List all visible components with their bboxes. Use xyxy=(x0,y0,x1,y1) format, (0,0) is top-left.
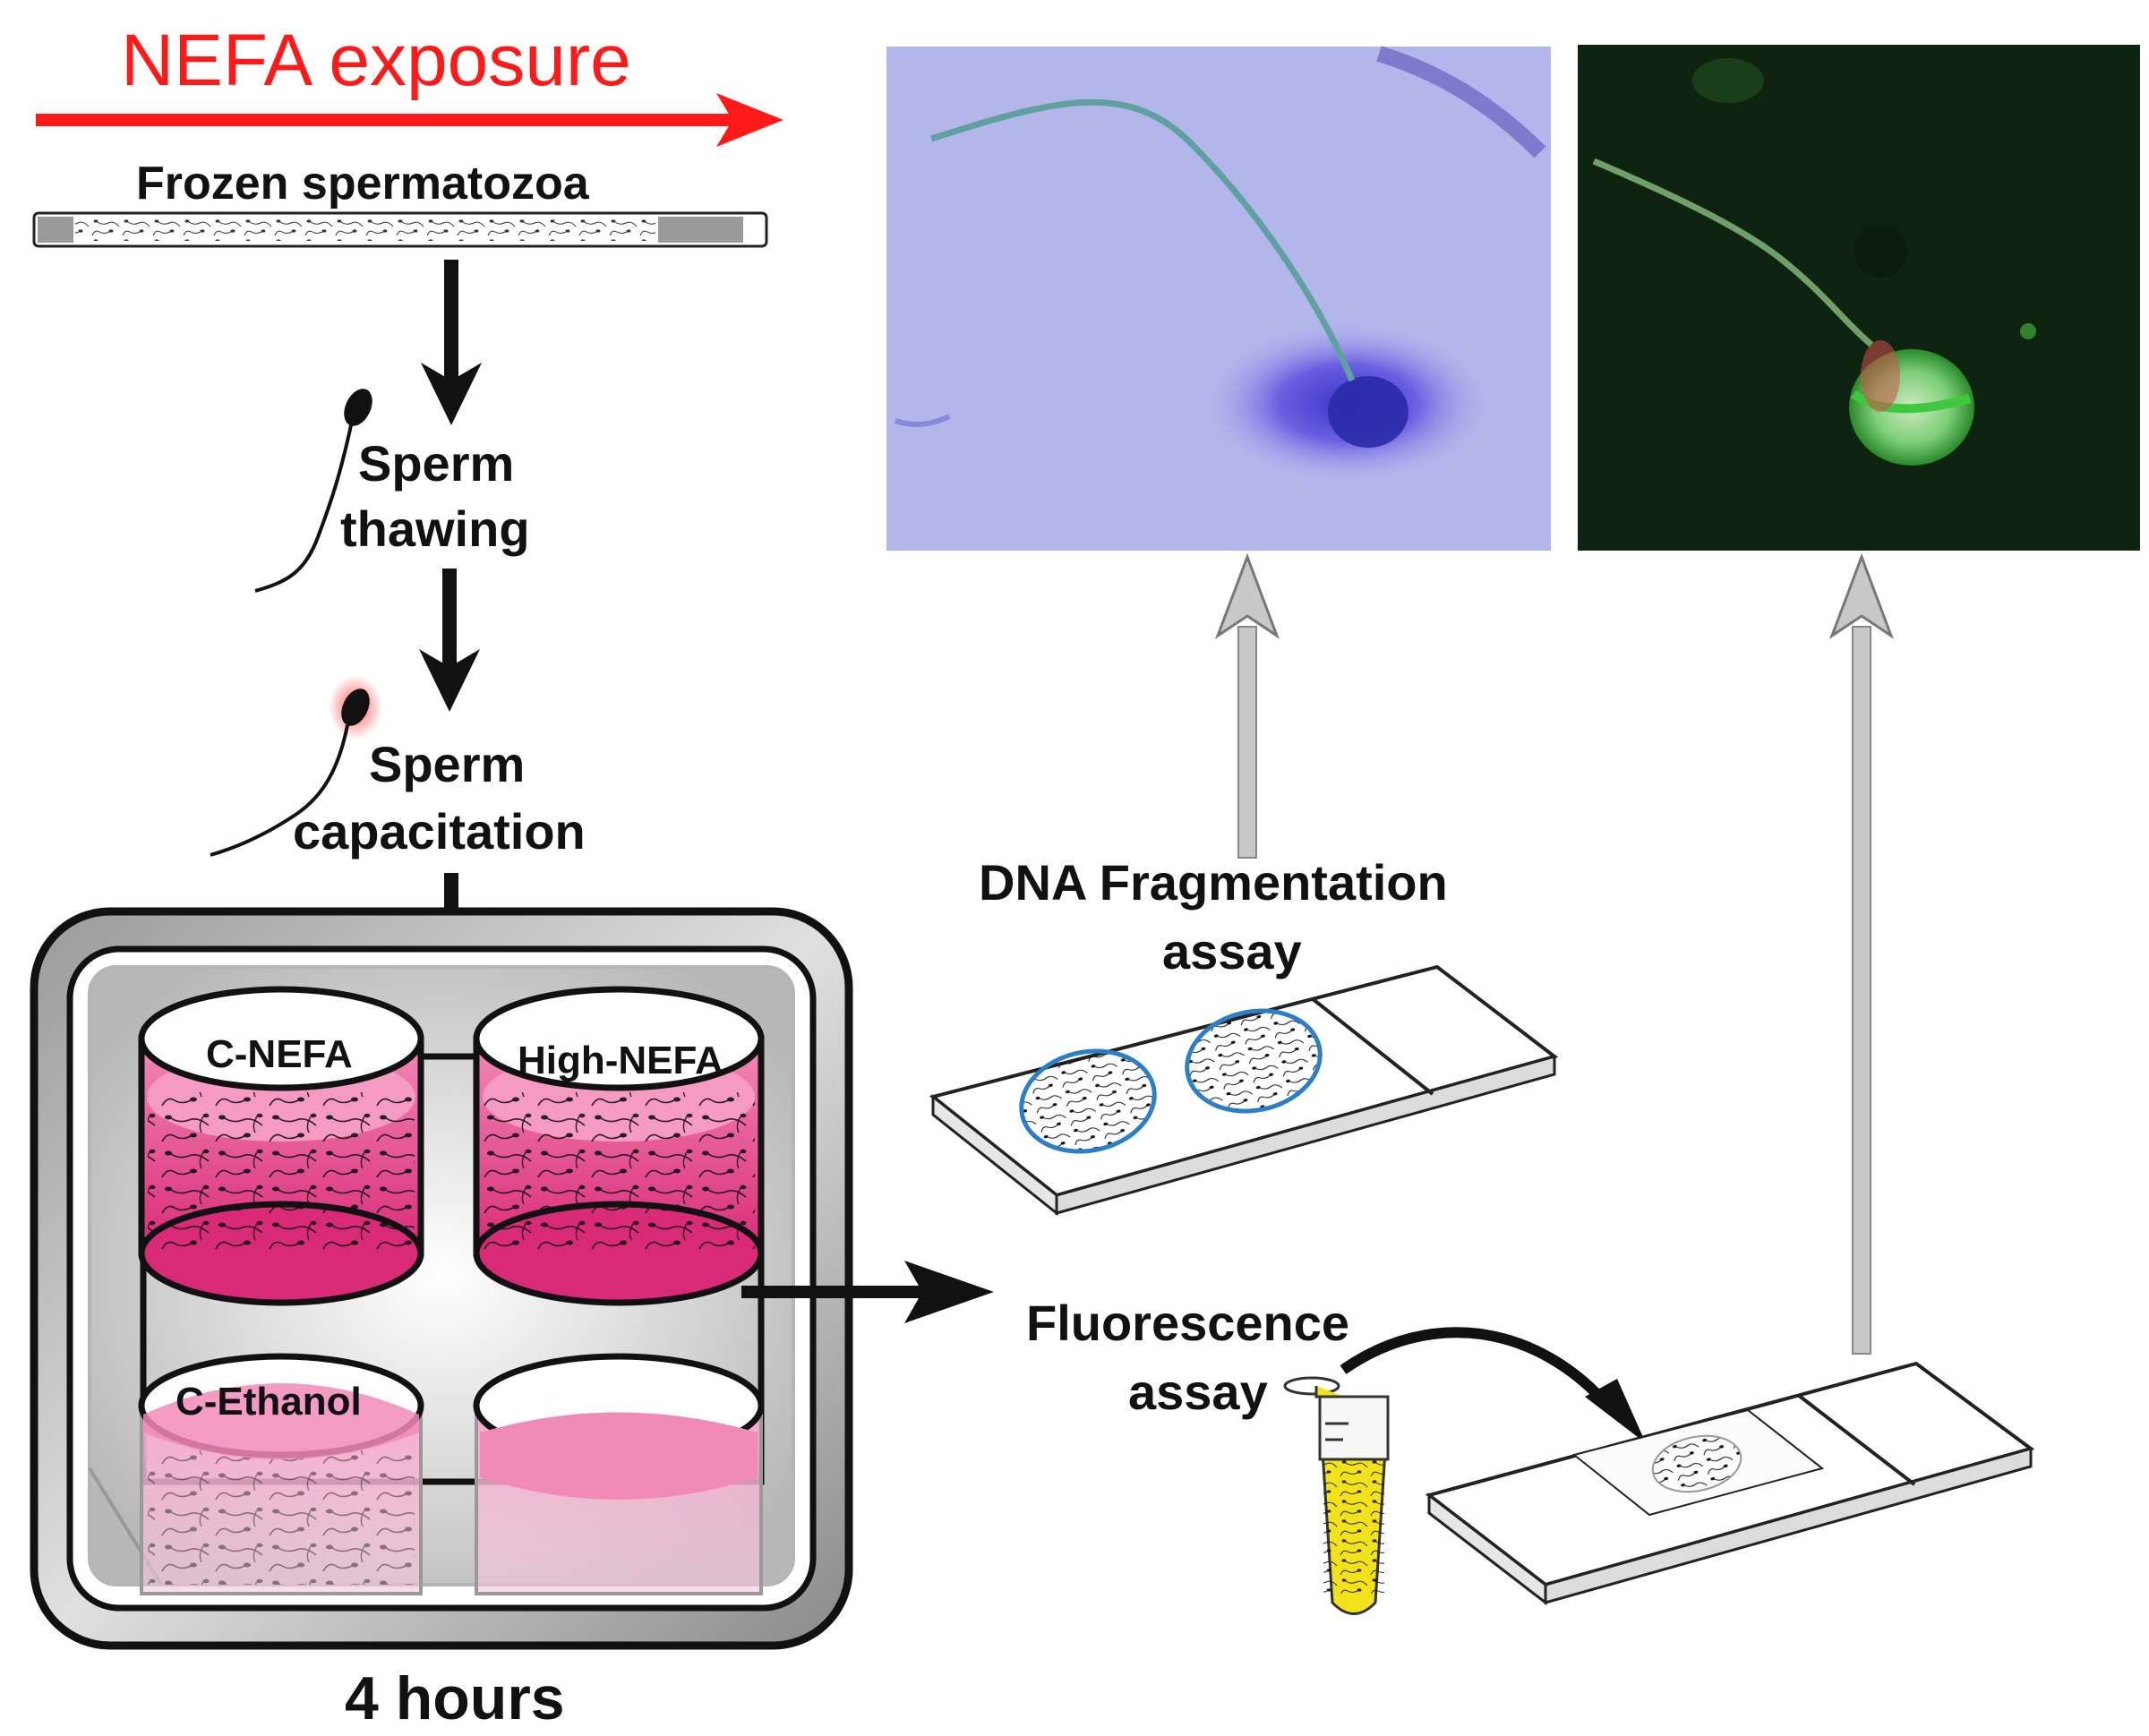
frozen-straw xyxy=(32,211,768,248)
dna-fragmentation-micrograph xyxy=(886,46,1551,551)
thawing-label-1: Sperm xyxy=(358,435,514,492)
fluor-assay-label-1: Fluorescence xyxy=(1026,1295,1349,1351)
duration-label: 4 hours xyxy=(345,1664,565,1732)
gray-arrow-fluorescence xyxy=(1828,552,1895,1355)
fluorescence-assay-slide xyxy=(1425,1361,2035,1606)
plate-to-assay-arrow xyxy=(741,1261,994,1323)
curved-arrow-tube-to-slide xyxy=(1340,1327,1646,1443)
well-c-nefa xyxy=(138,986,424,1306)
well-medium-only xyxy=(473,1353,765,1595)
well-label-high-nefa: High-NEFA xyxy=(518,1039,723,1082)
sperm-icon-capacitation xyxy=(210,675,382,857)
well-label-c-nefa: C-NEFA xyxy=(206,1032,353,1076)
fluor-assay-label-2: assay xyxy=(1128,1364,1268,1420)
dna-assay-label-2: assay xyxy=(1162,923,1302,979)
straw-label: Frozen spermatozoa xyxy=(136,158,590,210)
exposure-title: NEFA exposure xyxy=(121,20,631,101)
dna-assay-slide xyxy=(929,964,1559,1217)
well-label-c-ethanol: C-Ethanol xyxy=(176,1380,362,1424)
exposure-arrow xyxy=(36,93,783,147)
fluorescence-micrograph xyxy=(1578,45,2140,551)
capacitation-label-2: capacitation xyxy=(293,803,586,859)
well-high-nefa xyxy=(473,986,765,1306)
thawing-label-2: thawing xyxy=(340,500,530,557)
capacitation-label-1: Sperm xyxy=(369,736,525,792)
dna-assay-label-1: DNA Fragmentation xyxy=(979,854,1448,911)
well-c-ethanol xyxy=(138,1353,424,1595)
gray-arrow-dna xyxy=(1214,552,1280,859)
sperm-icon-thawing xyxy=(254,389,372,593)
sample-tube xyxy=(1283,1376,1390,1615)
